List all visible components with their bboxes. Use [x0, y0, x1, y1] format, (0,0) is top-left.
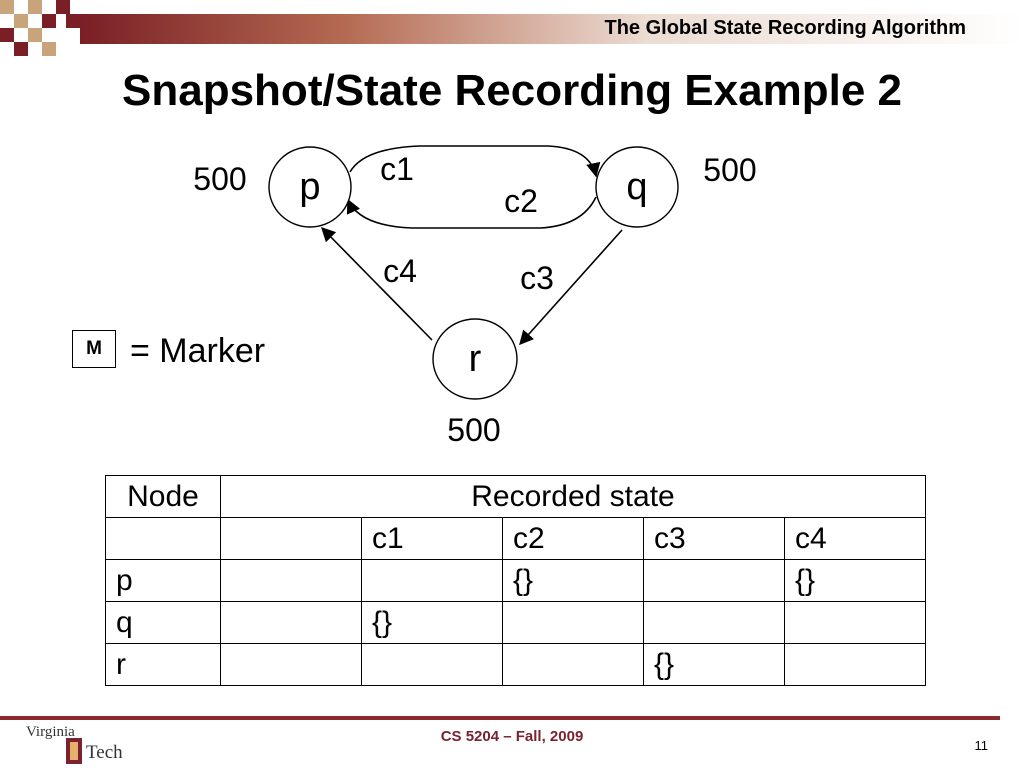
table-cell — [502, 601, 644, 644]
marker-legend-text: = Marker — [130, 332, 266, 370]
table-cell — [220, 559, 362, 602]
footer-divider — [0, 716, 1000, 720]
table-row-node: p — [105, 559, 221, 602]
table-cell — [784, 601, 926, 644]
table-header-row: Node Recorded state — [105, 475, 926, 518]
table-row: p {} {} — [105, 559, 926, 602]
table-cell — [502, 643, 644, 686]
table-header-recorded-state: Recorded state — [220, 475, 926, 518]
node-r-value: 500 — [447, 412, 500, 448]
table-row: q {} — [105, 601, 926, 644]
table-row: r {} — [105, 643, 926, 686]
recorded-state-table: Node Recorded state c1 c2 c3 c4 p {} {} … — [105, 475, 926, 686]
channel-c3-arrow — [519, 229, 623, 346]
channel-c2-label: c2 — [504, 183, 538, 219]
table-cell — [643, 601, 785, 644]
channel-c1-arrow — [349, 145, 601, 178]
table-row-node: q — [105, 601, 221, 644]
channel-c2-arrow — [346, 196, 597, 229]
table-cell — [105, 517, 221, 560]
table-subheader-c4: c4 — [784, 517, 926, 560]
table-cell — [643, 559, 785, 602]
virginia-tech-logo: Virginia Tech — [26, 724, 123, 764]
table-cell: {} — [502, 559, 644, 602]
table-cell — [361, 643, 503, 686]
corner-logo — [0, 0, 80, 56]
process-diagram: p q r 500 500 500 c1 c2 c3 c4 — [193, 145, 757, 448]
node-q-value: 500 — [703, 152, 756, 188]
svg-text:Virginia: Virginia — [26, 724, 75, 740]
header-title: The Global State Recording Algorithm — [604, 17, 966, 39]
node-q-circle — [595, 146, 679, 228]
table-cell — [361, 559, 503, 602]
page-number: 11 — [974, 738, 989, 753]
node-q-label: q — [626, 166, 647, 208]
table-row-node: r — [105, 643, 221, 686]
node-r-label: r — [469, 338, 482, 380]
node-p-circle — [268, 146, 352, 228]
table-subheader-c3: c3 — [643, 517, 785, 560]
channel-c4-label: c4 — [383, 253, 417, 289]
channel-c3-label: c3 — [520, 260, 554, 296]
svg-text:Tech: Tech — [86, 742, 123, 763]
slide-title: Snapshot/State Recording Example 2 — [122, 66, 902, 115]
footer-course: CS 5204 – Fall, 2009 — [440, 728, 584, 745]
node-p-label: p — [299, 166, 320, 208]
node-p-value: 500 — [193, 161, 246, 197]
node-r-circle — [432, 318, 518, 400]
table-cell — [220, 517, 362, 560]
table-cell — [220, 601, 362, 644]
table-cell: {} — [643, 643, 785, 686]
table-cell: {} — [361, 601, 503, 644]
channel-c1-label: c1 — [380, 151, 414, 187]
header-bar — [80, 14, 1024, 44]
table-subheader-row: c1 c2 c3 c4 — [105, 517, 926, 560]
table-subheader-c2: c2 — [502, 517, 644, 560]
table-cell — [784, 643, 926, 686]
channel-c4-arrow — [320, 226, 433, 341]
table-cell: {} — [784, 559, 926, 602]
table-header-node: Node — [105, 475, 221, 518]
table-subheader-c1: c1 — [361, 517, 503, 560]
marker-legend-box: M — [72, 330, 116, 368]
table-cell — [220, 643, 362, 686]
